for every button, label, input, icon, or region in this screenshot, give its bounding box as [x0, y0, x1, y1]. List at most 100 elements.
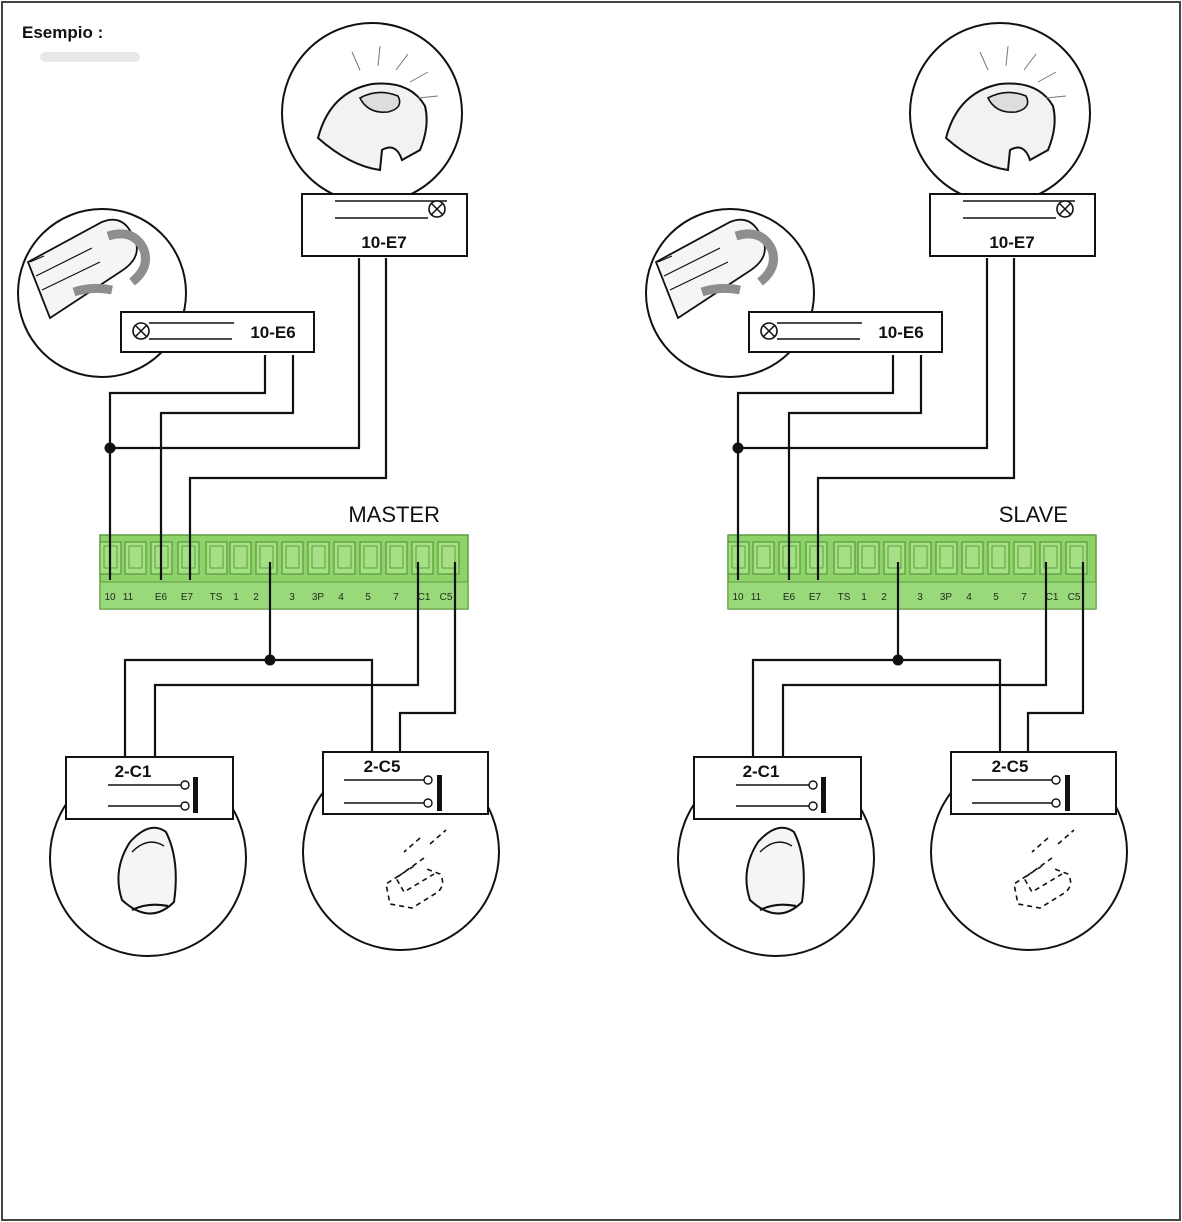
terminal-label: E6: [155, 592, 168, 603]
wire-C5-to-loop: [398, 562, 457, 752]
contact-bar: [193, 777, 198, 813]
junction-dot: [732, 442, 744, 454]
terminal-label: 10: [732, 592, 744, 603]
terminal-label: E7: [809, 592, 822, 603]
board-title: SLAVE: [999, 502, 1068, 527]
contact-bar: [1065, 775, 1070, 811]
light-ray: [377, 45, 381, 67]
terminal-slot: [935, 541, 958, 575]
terminal-label: 1: [233, 592, 239, 603]
terminal-slot: [385, 541, 408, 575]
key-slot: [131, 903, 169, 911]
terminal-label-strip: [727, 581, 1097, 610]
terminal-screw: [1069, 545, 1084, 569]
key-body: [745, 826, 805, 915]
lamp-symbol-cross: [430, 202, 444, 216]
terminal-slot: [909, 541, 932, 575]
contact-bar: [437, 775, 442, 811]
terminal-label: 11: [751, 592, 762, 603]
bar-light-strip: [106, 229, 150, 286]
terminal-slot: [177, 541, 200, 575]
key-label-box: [65, 756, 234, 820]
board-title: MASTER: [348, 502, 440, 527]
terminal-slot: [205, 541, 228, 575]
light-ray: [1023, 53, 1037, 71]
terminal-screw: [1017, 545, 1032, 569]
lamp-symbol-cross: [1058, 202, 1072, 216]
terminal-label: 1: [861, 592, 867, 603]
light-ray: [417, 95, 439, 99]
wire-10-to-bar: [108, 355, 267, 580]
bar-label-box: [748, 311, 943, 353]
junction-dot: [892, 654, 904, 666]
terminal-screw: [259, 545, 274, 569]
bar-label-box: [120, 311, 315, 353]
flashing-lamp-icon: [316, 45, 439, 172]
terminal-label: E6: [783, 592, 796, 603]
terminal-label: 3P: [940, 592, 953, 603]
loop-dashed-lead: [403, 829, 447, 853]
bar-profile-line: [29, 247, 101, 291]
terminal-screw: [415, 545, 430, 569]
terminal-screw: [363, 545, 378, 569]
key-terminal-label: 2-C1: [115, 762, 152, 781]
terminal-slot: [229, 541, 252, 575]
terminal-label: 11: [123, 592, 134, 603]
terminal-screw: [285, 545, 300, 569]
terminal-label: 3: [289, 592, 295, 603]
terminal-label-strip: [99, 581, 469, 610]
wire-E7-to-lamp: [188, 258, 388, 580]
terminal-slot: [987, 541, 1010, 575]
light-ray: [1037, 71, 1057, 83]
light-ray: [1045, 95, 1067, 99]
bar-light-strip: [734, 229, 778, 286]
terminal-slot: [833, 541, 856, 575]
terminal-slot: [437, 541, 460, 575]
bar-light-strip: [700, 283, 741, 297]
loop-terminal-label: 2-C5: [364, 757, 401, 776]
wire-2-to-loop: [898, 658, 1002, 752]
junction-dot: [264, 654, 276, 666]
terminal-slot: [281, 541, 304, 575]
terminal-slot: [1013, 541, 1036, 575]
terminal-slot: [857, 541, 880, 575]
terminal-label: 4: [338, 592, 344, 603]
terminal-label: 4: [966, 592, 972, 603]
terminal-screw: [441, 545, 456, 569]
terminal-label: 3: [917, 592, 923, 603]
terminal-screw: [991, 545, 1006, 569]
loop-label-box: [322, 751, 489, 815]
terminal-slot: [961, 541, 984, 575]
terminal-screw: [389, 545, 404, 569]
loop-dashed-path: [385, 857, 444, 909]
terminal-screw: [913, 545, 928, 569]
loop-dashed-lead: [1031, 829, 1075, 853]
key-selector-icon: [117, 826, 177, 915]
terminal-label: 3P: [312, 592, 325, 603]
terminal-slot: [1065, 541, 1088, 575]
example-label: Esempio :: [22, 23, 103, 42]
terminal-label: TS: [838, 592, 851, 603]
wire-10-to-lamp: [738, 258, 989, 450]
contact-point: [423, 798, 433, 808]
loop-dashed-path: [1013, 857, 1072, 909]
terminal-label: TS: [210, 592, 223, 603]
contact-point: [808, 801, 818, 811]
key-selector-icon: [745, 826, 805, 915]
terminal-slot: [805, 541, 828, 575]
terminal-screw: [337, 545, 352, 569]
terminal-slot: [1039, 541, 1062, 575]
contact-point: [808, 780, 818, 790]
wire-C1-to-key: [153, 562, 420, 758]
wire-2-to-loop: [270, 658, 374, 752]
wire-10-to-lamp: [110, 258, 361, 450]
blurred-subtitle: [40, 52, 140, 62]
wire-E7-to-lamp: [816, 258, 1016, 580]
bar-terminal-label: 10-E6: [250, 323, 295, 342]
light-ray: [1005, 45, 1009, 67]
wire-C1-to-key: [781, 562, 1048, 758]
terminal-label: C5: [1068, 592, 1081, 603]
